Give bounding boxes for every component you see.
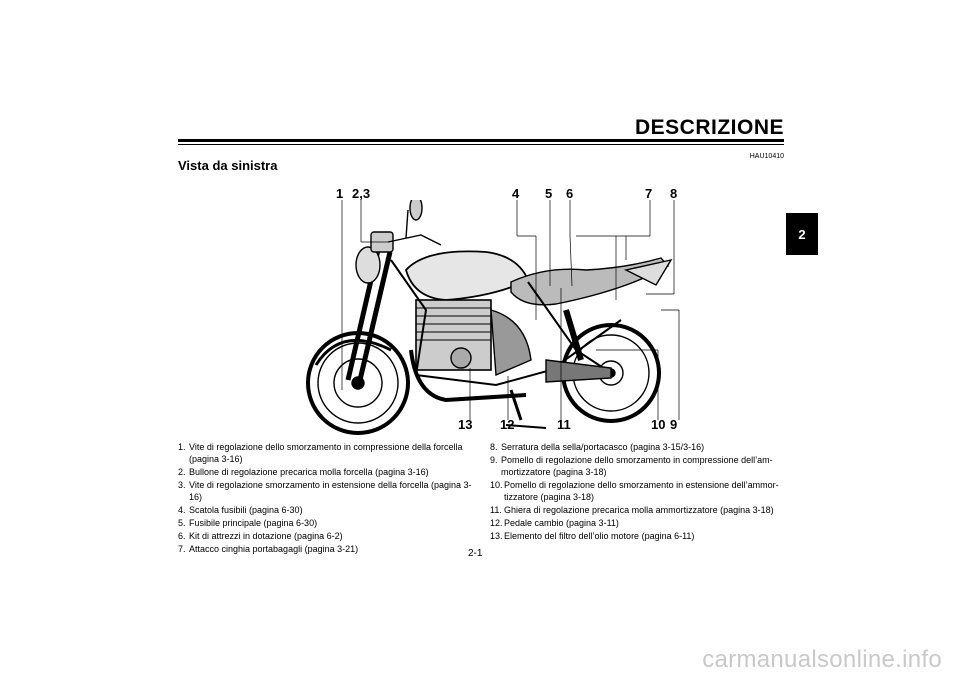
callout-13: 13 <box>458 417 473 432</box>
callout-11: 11 <box>557 417 571 432</box>
section-code: HAU10410 <box>749 153 784 160</box>
callout-1: 1 <box>336 186 344 201</box>
list-item: 7.Attacco cinghia portabagagli (pagina 3… <box>178 544 359 554</box>
list-item: 9.Pomello di regolazione dello smorzamen… <box>490 455 773 477</box>
legend-column-right: 8.Serratura della sella/portacasco (pagi… <box>490 441 790 543</box>
legend-column-left: 1.Vite di regolazione dello smorzamento … <box>178 441 474 556</box>
section-title: Vista da sinistra <box>178 158 278 173</box>
page-title: DESCRIZIONE <box>634 116 784 139</box>
list-item: 8.Serratura della sella/portacasco (pagi… <box>490 442 705 452</box>
page-number: 2-1 <box>468 548 483 559</box>
list-item: 4.Scatola fusibili (pagina 6-30) <box>178 505 303 515</box>
list-item: 10.Pomello di regolazione dello smorzame… <box>490 480 779 502</box>
header-rule-thin <box>178 144 784 145</box>
callout-7: 7 <box>645 186 653 201</box>
list-item: 3.Vite di regolazione smorzamento in est… <box>178 480 472 502</box>
list-item: 11.Ghiera di regolazione precarica molla… <box>490 505 774 515</box>
motorcycle-illustration <box>306 200 680 435</box>
watermark: carmanualsonline.info <box>702 646 942 673</box>
callout-5: 5 <box>545 186 553 201</box>
callout-8: 8 <box>670 186 678 201</box>
header-rule <box>178 139 784 142</box>
list-item: 2.Bullone di regolazione precarica molla… <box>178 467 429 477</box>
callout-6: 6 <box>566 186 574 201</box>
list-item: 6.Kit di attrezzi in dotazione (pagina 6… <box>178 531 343 541</box>
list-item: 12.Pedale cambio (pagina 3-11) <box>490 518 619 528</box>
list-item: 13.Elemento del filtro dell’olio motore … <box>490 531 695 541</box>
chapter-tab: 2 <box>786 213 818 255</box>
list-item: 5.Fusibile principale (pagina 6-30) <box>178 518 318 528</box>
callout-4: 4 <box>512 186 520 201</box>
list-item: 1.Vite di regolazione dello smorzamento … <box>178 442 463 464</box>
callout-10: 10 <box>651 417 666 432</box>
callout-9: 9 <box>670 417 678 432</box>
callout-2-3: 2,3 <box>352 186 371 201</box>
